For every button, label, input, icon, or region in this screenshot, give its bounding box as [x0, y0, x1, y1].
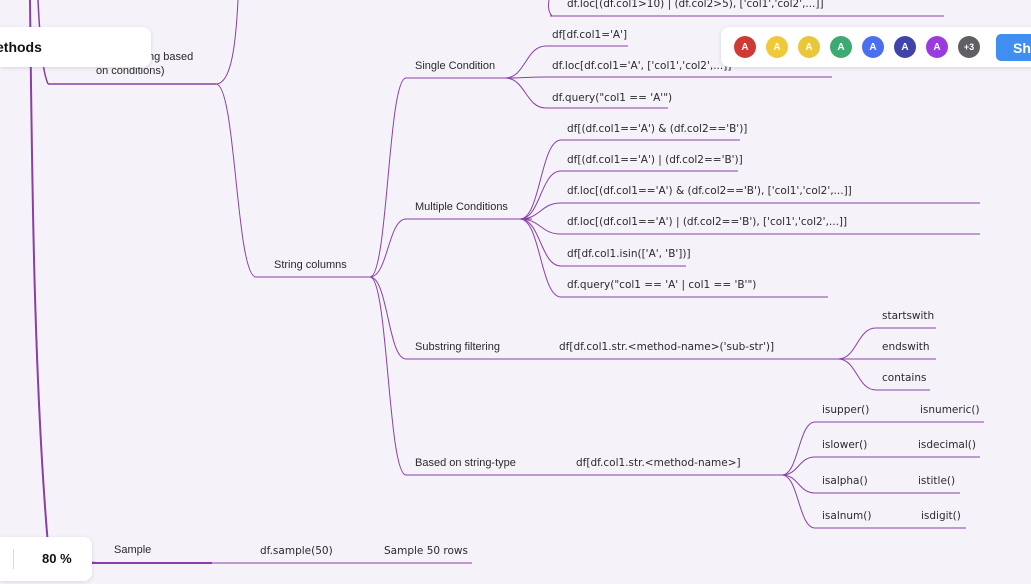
node-multiple-item[interactable]: df.query("col1 == 'A' | col1 == 'B'")	[567, 279, 757, 291]
share-button[interactable]: Sh	[996, 34, 1031, 61]
node-sample[interactable]: Sample	[114, 544, 152, 556]
more-collaborators-badge[interactable]: +3	[958, 36, 980, 58]
branch-curve	[781, 456, 816, 476]
branch-curve	[369, 276, 407, 360]
node-filtering-based-line2: on conditions)	[96, 65, 165, 77]
node-substring-filtering[interactable]: Substring filtering	[415, 341, 500, 353]
connector-line	[547, 0, 553, 17]
node-string-method[interactable]: istitle()	[918, 475, 956, 487]
node-top-partial[interactable]: df.loc[(df.col1>10) | (df.col2>5), ['col…	[567, 0, 824, 10]
node-sample-expr[interactable]: df.sample(50)	[260, 545, 333, 557]
node-substring-method[interactable]: endswith	[882, 341, 930, 353]
collaborator-avatar[interactable]: A	[734, 36, 756, 58]
branch-curve	[369, 77, 407, 278]
collaborator-avatar[interactable]: A	[862, 36, 884, 58]
collaborator-avatar[interactable]: A	[926, 36, 948, 58]
node-multiple-item[interactable]: df[df.col1.isin(['A', 'B'])]	[567, 248, 691, 260]
node-single-item[interactable]: df.query("col1 == 'A'")	[552, 92, 673, 104]
node-filtering-based[interactable]: ng based on conditions)	[96, 50, 216, 78]
zoom-divider	[13, 549, 14, 569]
node-single-item[interactable]: df[df.col1='A']	[552, 29, 628, 41]
node-string-type-expr[interactable]: df[df.col1.str.<method-name>]	[576, 457, 741, 469]
branch-curve	[504, 45, 547, 79]
collaborator-avatar[interactable]: A	[798, 36, 820, 58]
branch-curve	[519, 218, 562, 267]
node-sample-desc[interactable]: Sample 50 rows	[384, 545, 468, 557]
connector-line	[215, 0, 239, 85]
branch-curve	[837, 327, 877, 360]
node-substring-method[interactable]: startswith	[882, 310, 935, 322]
branch-curve	[837, 358, 877, 391]
branch-curve	[519, 170, 562, 220]
branch-curve	[519, 202, 562, 220]
node-string-type[interactable]: Based on string-type	[415, 457, 516, 469]
node-string-method[interactable]: islower()	[822, 439, 868, 451]
branch-curve	[781, 474, 816, 529]
collaborator-avatar[interactable]: A	[830, 36, 852, 58]
collaborator-avatar[interactable]: A	[766, 36, 788, 58]
node-substring-expr[interactable]: df[df.col1.str.<method-name>('sub-str')]	[559, 341, 775, 353]
node-string-method[interactable]: isalpha()	[822, 475, 868, 487]
zoom-control[interactable]: 80 %	[0, 537, 92, 581]
branch-curve	[519, 139, 562, 220]
branch-curve	[519, 218, 562, 298]
node-multiple-item[interactable]: df[(df.col1=='A') & (df.col2=='B')]	[567, 123, 748, 135]
branch-curve	[781, 421, 816, 476]
node-multiple-item[interactable]: df.loc[(df.col1=='A') & (df.col2=='B'), …	[567, 185, 852, 197]
node-string-method[interactable]: isdigit()	[921, 510, 961, 522]
collaborators-bar: A A A A A A A +3 Sh	[721, 27, 1031, 67]
node-multiple-item[interactable]: df.loc[(df.col1=='A') | (df.col2=='B'), …	[567, 216, 848, 228]
branch-curve	[781, 474, 816, 494]
branch-curve	[369, 276, 407, 476]
node-string-method[interactable]: isalnum()	[822, 510, 872, 522]
branch-curve	[215, 83, 257, 278]
node-single-condition[interactable]: Single Condition	[415, 60, 496, 72]
branch-curve	[369, 218, 407, 278]
document-title-card[interactable]: ethods	[0, 27, 151, 67]
node-multiple-conditions[interactable]: Multiple Conditions	[415, 201, 508, 213]
collaborator-avatar[interactable]: A	[894, 36, 916, 58]
node-string-columns[interactable]: String columns	[274, 259, 347, 271]
zoom-level[interactable]: 80 %	[42, 551, 72, 566]
node-multiple-item[interactable]: df[(df.col1=='A') | (df.col2=='B')]	[567, 154, 743, 166]
node-string-method[interactable]: isnumeric()	[920, 404, 980, 416]
branch-curve	[504, 76, 547, 79]
node-single-item[interactable]: df.loc[df.col1='A', ['col1','col2',...]]	[552, 60, 732, 72]
trunk-line	[29, 0, 49, 546]
node-string-method[interactable]: isdecimal()	[918, 439, 976, 451]
node-substring-method[interactable]: contains	[882, 372, 927, 384]
node-string-method[interactable]: isupper()	[822, 404, 870, 416]
document-title: ethods	[0, 39, 42, 55]
node-filtering-based-line1: ng based	[148, 51, 194, 63]
branch-curve	[504, 77, 547, 109]
